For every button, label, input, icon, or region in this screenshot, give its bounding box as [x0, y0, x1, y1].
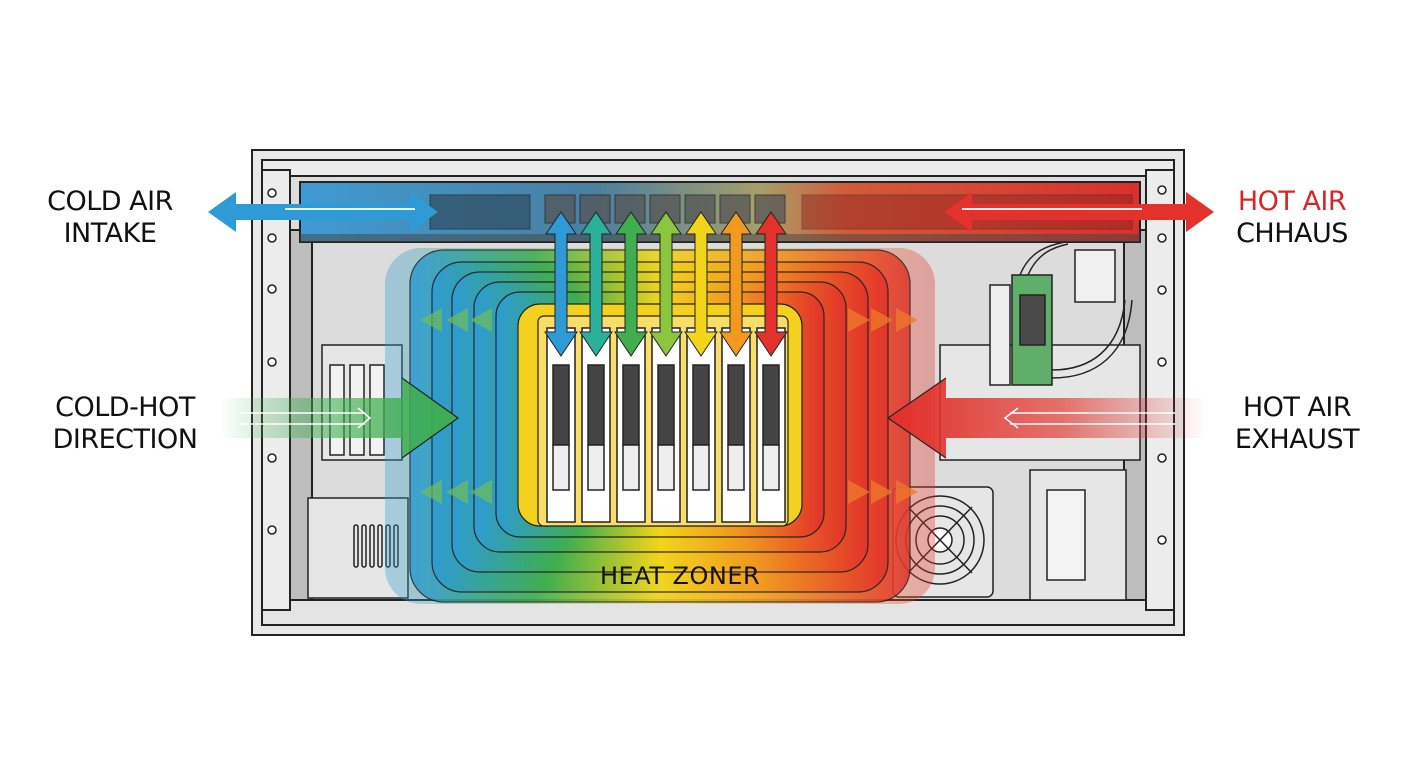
- bay-arrow: [579, 211, 613, 357]
- rail-holes: [267, 185, 1167, 545]
- drive-bay: [756, 327, 786, 523]
- hot-air-exhaust-label: HOT AIR EXHAUST: [1222, 392, 1372, 456]
- bay-arrow: [544, 211, 578, 357]
- drive-bay: [721, 327, 751, 523]
- chevron-arrows-left: [420, 308, 492, 504]
- drive-bays: [546, 327, 786, 523]
- drive-bay: [546, 327, 576, 523]
- label-line: CHHAUS: [1236, 218, 1348, 249]
- bay-arrow: [614, 211, 648, 357]
- hot-air-top-label: HOT AIR CHHAUS: [1222, 186, 1362, 250]
- cold-hot-direction-label: COLD-HOT DIRECTION: [45, 392, 205, 456]
- cold-hot-direction-arrow: [220, 377, 460, 459]
- label-line: INTAKE: [63, 218, 157, 249]
- label-line: HOT AIR: [1242, 392, 1352, 423]
- cold-air-intake-label: COLD AIR INTAKE: [40, 186, 180, 250]
- hot-air-exhaust-arrow: [886, 377, 1206, 459]
- cables: [1019, 241, 1133, 379]
- heat-zone-label: HEAT ZONER: [600, 562, 761, 590]
- label-line: COLD-HOT: [55, 392, 195, 423]
- hot-air-top-arrow: [944, 192, 1214, 232]
- chevron-arrows-right: [848, 308, 918, 504]
- drive-bay: [686, 327, 716, 523]
- label-line: HOT AIR: [1237, 186, 1347, 217]
- bay-arrow: [754, 211, 788, 357]
- drive-bay: [581, 327, 611, 523]
- label-line: DIRECTION: [52, 424, 198, 455]
- drive-bay: [651, 327, 681, 523]
- bay-arrow: [719, 211, 753, 357]
- label-line: COLD AIR: [47, 186, 173, 217]
- drive-bay: [616, 327, 646, 523]
- label-line: EXHAUST: [1234, 424, 1360, 455]
- bay-arrow: [684, 211, 718, 357]
- bay-airflow-arrows: [544, 211, 788, 357]
- cold-air-intake-arrow: [208, 192, 438, 232]
- bay-arrow: [649, 211, 683, 357]
